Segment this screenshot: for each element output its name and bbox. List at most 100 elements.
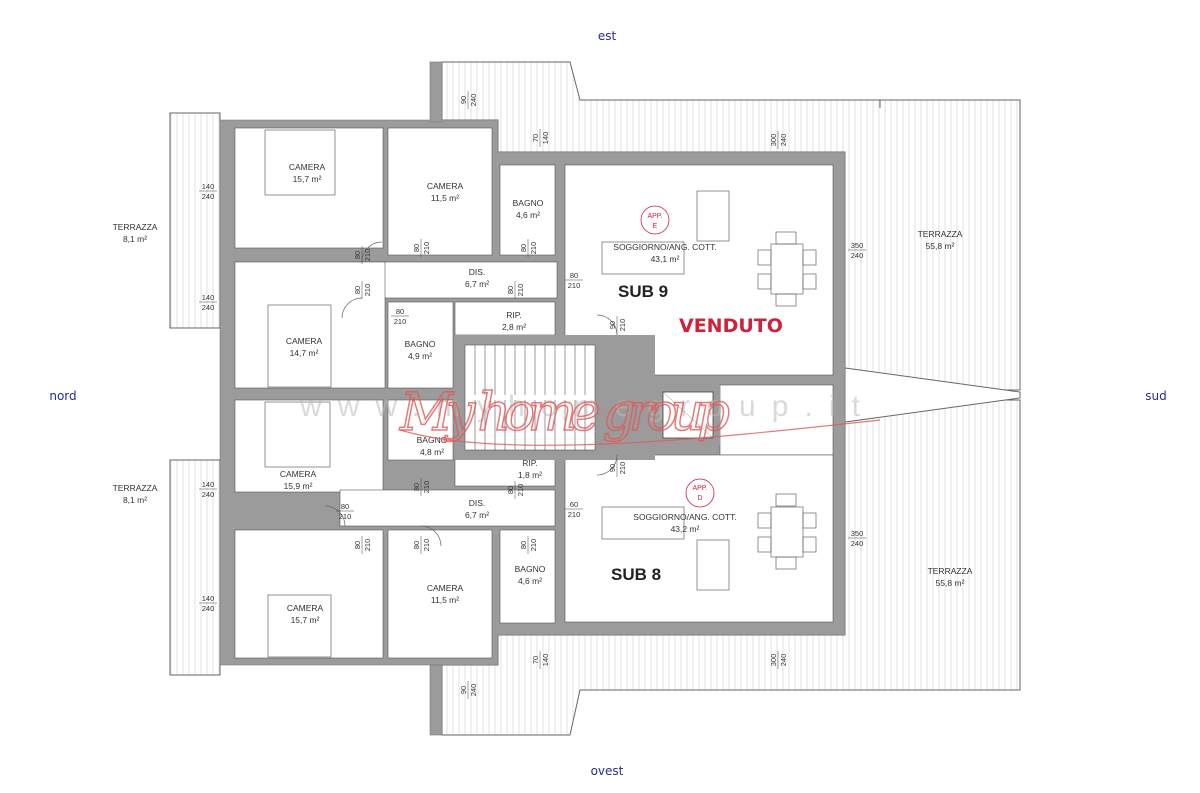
opening-width: 80 xyxy=(412,244,421,252)
opening-height: 240 xyxy=(779,134,788,147)
opening-height: 210 xyxy=(363,539,372,552)
furniture xyxy=(264,129,817,658)
room-name: CAMERA xyxy=(427,583,464,593)
room-name: SOGGIORNO/ANG. COTT. xyxy=(633,512,736,522)
opening-width: 80 xyxy=(396,307,404,316)
room-area: 14,7 m² xyxy=(290,348,319,358)
opening-width: 140 xyxy=(202,293,215,302)
opening-width: 80 xyxy=(353,251,362,259)
opening-width: 80 xyxy=(506,486,515,494)
app-label: APP. xyxy=(647,213,662,220)
room-name: TERRAZZA xyxy=(928,566,973,576)
opening-width: 80 xyxy=(341,502,349,511)
opening-width: 300 xyxy=(769,134,778,147)
opening-width: 80 xyxy=(519,244,528,252)
opening-height: 210 xyxy=(422,539,431,552)
opening-height: 210 xyxy=(529,242,538,255)
compass-south: sud xyxy=(1145,389,1166,403)
room-label: SOGGIORNO/ANG. COTT.43,1 m² xyxy=(613,242,716,264)
room-label: RIP. 2,8 m² xyxy=(502,310,526,332)
room-area: 2,8 m² xyxy=(502,322,526,332)
opening-width: 80 xyxy=(412,541,421,549)
opening-width: 90 xyxy=(608,321,617,329)
opening-width: 70 xyxy=(531,656,540,664)
opening-width: 140 xyxy=(202,480,215,489)
opening-height: 240 xyxy=(469,684,478,697)
opening-height: 240 xyxy=(202,303,215,312)
room-label: TERRAZZA 55,8 m² xyxy=(918,229,963,251)
unit-sub9: APP. E SUB 9 VENDUTO xyxy=(618,205,783,337)
room-area: 11,5 m² xyxy=(431,595,459,605)
opening-height: 210 xyxy=(422,242,431,255)
room-label: SOGGIORNO/ANG. COTT.43,2 m² xyxy=(633,512,736,534)
room-name: RIP. xyxy=(522,458,537,468)
room-area: 15,7 m² xyxy=(293,174,322,184)
room-name: RIP. xyxy=(506,310,521,320)
watermark-logo: My home group xyxy=(399,383,730,443)
room-name: DIS. xyxy=(469,267,486,277)
opening-height: 240 xyxy=(202,490,215,499)
room-name: BAGNO xyxy=(515,564,546,574)
opening-width: 80 xyxy=(412,483,421,491)
opening-height: 210 xyxy=(618,319,627,332)
opening-height: 240 xyxy=(851,251,864,260)
room-area: 15,9 m² xyxy=(284,481,313,491)
room-area: 1,8 m² xyxy=(518,470,542,480)
app-badge-e xyxy=(640,205,670,235)
room-name: TERRAZZA xyxy=(113,222,158,232)
room-area: 55,8 m² xyxy=(926,241,955,251)
room-label: RIP. 1,8 m² xyxy=(518,458,542,480)
opening-width: 140 xyxy=(202,182,215,191)
opening-width: 140 xyxy=(202,594,215,603)
room-area: 6,7 m² xyxy=(465,279,489,289)
room-name: CAMERA xyxy=(280,469,317,479)
room-area: 55,8 m² xyxy=(936,578,965,588)
room-name: BAGNO xyxy=(513,198,544,208)
compass-labels: est nord sud ovest xyxy=(49,29,1166,778)
opening-height: 210 xyxy=(363,249,372,262)
opening-width: 350 xyxy=(851,241,864,250)
app-letter: D xyxy=(697,495,702,502)
opening-height: 240 xyxy=(202,604,215,613)
opening-height: 210 xyxy=(516,284,525,297)
opening-width: 60 xyxy=(570,500,578,509)
room-area: 4,6 m² xyxy=(516,210,540,220)
room-name: SOGGIORNO/ANG. COTT. xyxy=(613,242,716,252)
room-name: DIS. xyxy=(469,498,486,508)
stair-core xyxy=(455,335,720,460)
opening-width: 80 xyxy=(506,286,515,294)
opening-height: 210 xyxy=(363,284,372,297)
sold-status: VENDUTO xyxy=(679,315,783,337)
opening-height: 210 xyxy=(529,539,538,552)
room-name: TERRAZZA xyxy=(918,229,963,239)
room-label: BAGNO 4,6 m² xyxy=(513,198,544,220)
room-area: 4,6 m² xyxy=(518,576,542,586)
opening-height: 140 xyxy=(541,132,550,145)
opening-width: 300 xyxy=(769,654,778,667)
